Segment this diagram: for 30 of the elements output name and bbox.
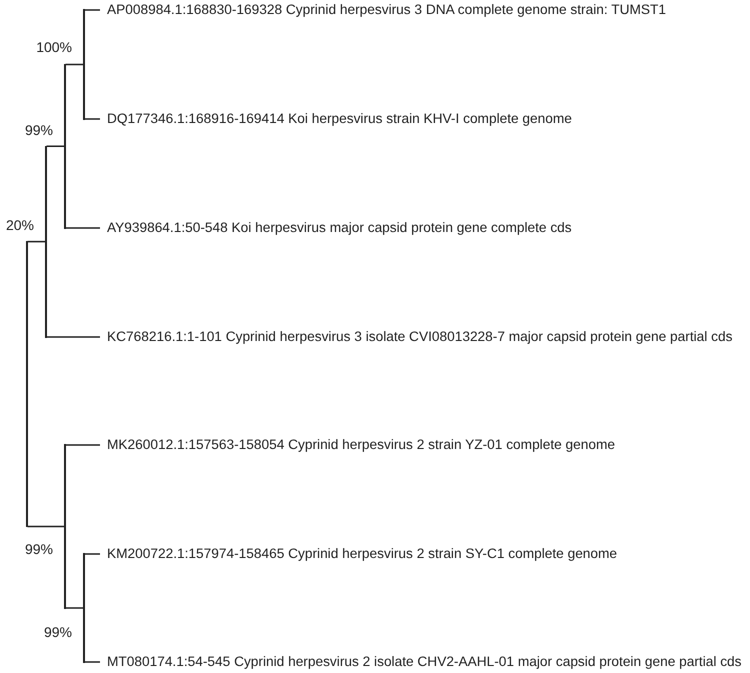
tree-branch-line [83,553,84,663]
tree-branch-line [28,526,64,528]
tree-branch-line [84,661,100,663]
bootstrap-value: 100% [36,39,72,55]
taxon-label: MT080174.1:54-545 Cyprinid herpesvirus 2 isolate CHV2-AAHL-01 major capsid protein gene partial cds [100,654,742,670]
tree-branch-line [66,64,83,66]
tree-branch-line [66,227,100,229]
tree-branch-line [46,336,100,338]
taxon-label: DQ177346.1:168916-169414 Koi herpesvirus strain KHV-I complete genome [100,111,572,127]
tree-branch-line [64,444,66,609]
taxon-label: AP008984.1:168830-169328 Cyprinid herpesvirus 3 DNA complete genome strain: TUMST1 [100,2,666,18]
taxon-label: MK260012.1:157563-158054 Cyprinid herpesvirus 2 strain YZ-01 complete genome [100,437,616,453]
tree-branch-line [46,146,64,147]
taxon-label: KC768216.1:1-101 Cyprinid herpesvirus 3 isolate CVI08013228-7 major capsid protein gene partial cds [100,329,732,345]
tree-branch-line [83,9,84,120]
tree-branch-line [26,240,28,528]
bootstrap-value: 20% [6,217,34,233]
tree-branch-line [28,240,45,242]
tree-branch-line [45,146,46,338]
tree-branch-line [64,64,66,229]
tree-branch-line [66,607,83,609]
tree-branch-line [84,9,100,11]
bootstrap-value: 99% [24,122,53,138]
bootstrap-value: 99% [24,541,53,557]
bootstrap-value: 99% [44,624,72,640]
tree-branch-line [84,553,100,555]
tree-branch-line [84,118,100,120]
taxon-label: AY939864.1:50-548 Koi herpesvirus major capsid protein gene complete cds [100,220,572,236]
taxon-label: KM200722.1:157974-158465 Cyprinid herpesvirus 2 strain SY-C1 complete genome [100,546,618,562]
tree-branch-line [66,444,100,446]
